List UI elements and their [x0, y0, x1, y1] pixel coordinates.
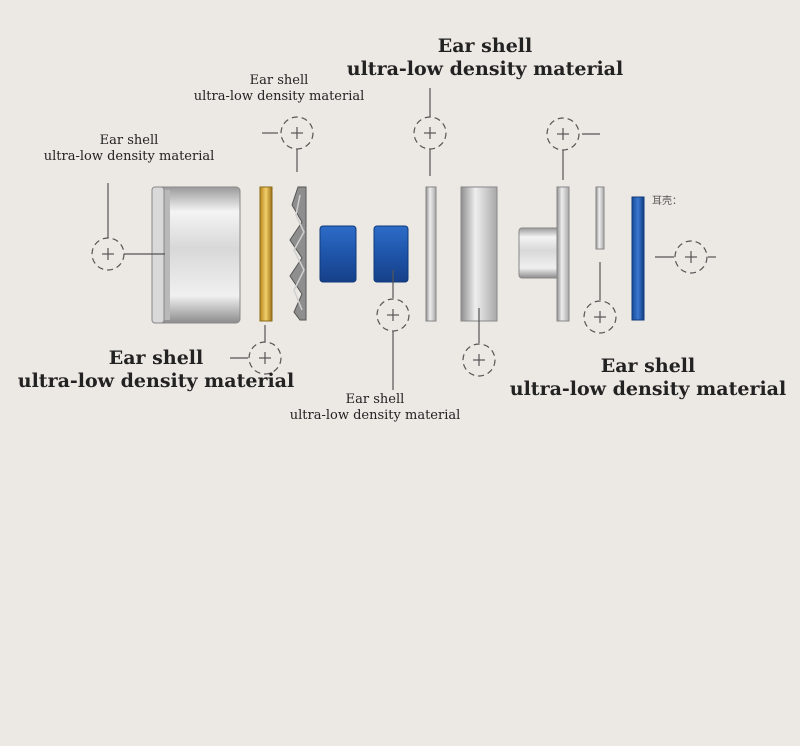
thin-washer: [425, 186, 437, 322]
callout-label-4: Ear shell ultra-low density material: [4, 347, 308, 393]
marker-5: [413, 88, 447, 176]
callout-label-5: Ear shell ultra-low density material: [260, 392, 490, 423]
marker-9: [655, 240, 716, 274]
callout-label-2: Ear shell ultra-low density material: [164, 73, 394, 104]
callout-label-3: Ear shell ultra-low density material: [330, 35, 640, 81]
marker-2: [262, 116, 314, 172]
stepped-cylinder: [518, 186, 570, 322]
callout-label-4-line1: Ear shell: [108, 347, 204, 369]
callout-label-5-line1: Ear shell: [345, 392, 405, 407]
ear-shell-cup: [151, 186, 241, 324]
thin-disc: [595, 186, 605, 250]
gold-ring: [259, 186, 273, 322]
small-note: 耳壳：: [652, 196, 682, 207]
marker-6: [462, 308, 496, 377]
callout-label-3-line1: Ear shell: [437, 35, 533, 57]
callout-label-3-line2: ultra-low density material: [346, 57, 624, 80]
marker-7: [546, 117, 600, 180]
spacer-ring: [460, 186, 498, 322]
magnet-2: [373, 225, 409, 283]
callout-label-6-line1: Ear shell: [600, 355, 696, 377]
marker-8: [583, 262, 617, 334]
callout-label-5-line2: ultra-low density material: [289, 407, 461, 423]
callout-label-2-line2: ultra-low density material: [193, 88, 365, 104]
callout-label-1-line2: ultra-low density material: [43, 148, 215, 164]
magnet-1: [319, 225, 357, 283]
callout-label-6: Ear shell ultra-low density material: [498, 355, 798, 401]
marker-3: [230, 325, 282, 375]
blue-plate: [631, 196, 645, 321]
mesh-disc: [289, 186, 307, 321]
callout-label-1: Ear shell ultra-low density material: [18, 133, 240, 164]
callout-label-4-line2: ultra-low density material: [17, 369, 295, 392]
callout-label-1-line1: Ear shell: [99, 133, 159, 148]
marker-1: [91, 183, 165, 271]
marker-4: [376, 270, 410, 390]
callout-label-2-line1: Ear shell: [249, 73, 309, 88]
callout-label-6-line2: ultra-low density material: [509, 377, 787, 400]
